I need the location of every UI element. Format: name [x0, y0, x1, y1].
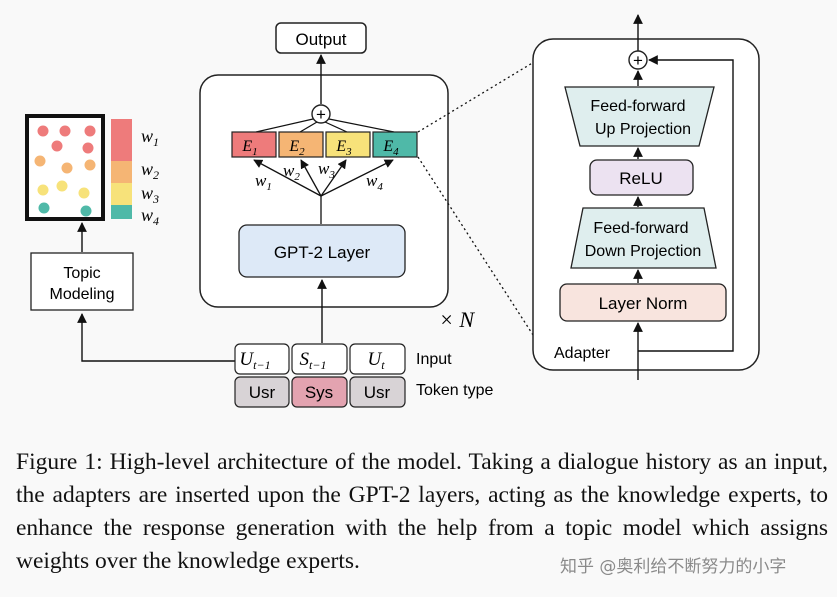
topic-weight-bar-2	[111, 161, 132, 183]
input-system-prev: St−1	[291, 343, 348, 375]
input-utterance-prev: Ut−1	[234, 343, 290, 375]
expert-sum-symbol: +	[316, 105, 326, 124]
svg-text:E2: E2	[288, 138, 305, 158]
zoom-line-bottom	[417, 156, 536, 339]
topic-modeling-box	[30, 252, 134, 311]
expert-4: E4	[372, 131, 418, 158]
output-label: Output	[295, 30, 346, 49]
topic-weight-bar-3	[111, 183, 132, 205]
expert1-to-sum	[255, 118, 314, 133]
expert-4-sub: 4	[393, 146, 399, 158]
gate-weight-2: w2	[283, 161, 300, 183]
branch-to-expert4	[320, 159, 394, 197]
expert-4-base: E	[382, 138, 393, 155]
input-utterance-current: Ut	[349, 343, 406, 375]
gate-weight-3: w3	[318, 159, 335, 181]
svg-text:E4: E4	[382, 138, 399, 158]
topic-dots	[34, 125, 96, 217]
adapter-label: Adapter	[554, 345, 611, 362]
expert-2-sub: 2	[299, 146, 305, 158]
token-type-sys: Sys	[305, 383, 333, 402]
adapter-ff-down-line1: Feed-forward	[593, 220, 688, 237]
expert-2-base: E	[288, 138, 299, 155]
expert-1: E1	[231, 131, 277, 158]
adapter-relu-box	[589, 159, 694, 196]
adapter-sum-node	[628, 50, 648, 70]
svg-text:E3: E3	[335, 138, 352, 158]
topic-modeling-line2: Modeling	[50, 286, 115, 303]
topic-weight-2: w2	[141, 159, 159, 182]
topic-modeling-line1: Topic	[63, 265, 100, 282]
token-type-label: Token type	[416, 382, 493, 399]
watermark: 知乎 @奥利给不断努力的小字	[560, 557, 787, 577]
output-box	[275, 22, 367, 54]
expert-1-base: E	[241, 138, 252, 155]
svg-text:St−1: St−1	[300, 349, 327, 372]
adapter-relu-label: ReLU	[619, 169, 662, 188]
branch-to-expert1	[253, 159, 322, 197]
expert-sum-node	[311, 104, 331, 124]
branch-to-expert2	[300, 159, 322, 197]
topic-weight-3: w3	[141, 183, 159, 206]
input-label: Input	[416, 351, 452, 368]
token-type-usr-2: Usr	[364, 383, 391, 402]
adapter-ff-down-line2: Down Projection	[585, 243, 702, 260]
branch-to-expert3	[320, 159, 347, 197]
adapter-layer-norm-box	[559, 283, 727, 322]
input-to-topic-arrow	[77, 313, 235, 362]
adapter-ff-down-box	[570, 207, 717, 269]
expert2-to-sum	[299, 121, 318, 133]
gpt2-layer-label: GPT-2 Layer	[274, 243, 371, 262]
expert4-to-sum	[328, 118, 395, 133]
topic-weight-bar-4	[111, 205, 132, 219]
svg-text:Ut−1: Ut−1	[239, 349, 270, 372]
topic-weight-bar-1	[111, 119, 132, 161]
expert-2: E2	[278, 131, 324, 158]
expert-3-sub: 3	[345, 146, 352, 158]
adapter-sum-symbol: +	[633, 51, 643, 70]
topic-weight-1: w1	[141, 126, 159, 149]
adapter-ff-up-line1: Feed-forward	[590, 98, 685, 115]
topic-weight-4: w4	[141, 205, 159, 228]
figure-caption: Figure 1: High-level architecture of the…	[16, 449, 828, 574]
expert3-to-sum	[324, 121, 348, 133]
svg-text:Ut: Ut	[367, 349, 385, 372]
adapter-layer-norm-label: Layer Norm	[599, 294, 688, 313]
expert-1-sub: 1	[252, 146, 258, 158]
architecture-diagram: Output + E1 E2 E3 E4 w1 w2 w3 w4 GPT-2 L…	[25, 14, 760, 408]
token-type-sys-box	[291, 376, 348, 408]
adapter-ff-up-line2: Up Projection	[595, 121, 691, 138]
token-type-usr-2-box	[349, 376, 406, 408]
token-type-usr-1-box	[234, 376, 290, 408]
adapter-ff-up-box	[564, 86, 715, 147]
svg-text:E1: E1	[241, 138, 257, 158]
token-type-usr-1: Usr	[249, 383, 276, 402]
expert-3: E3	[325, 131, 371, 158]
gate-weight-4: w4	[366, 171, 383, 193]
gate-weight-1: w1	[255, 171, 272, 193]
adapter-residual-connection	[638, 55, 734, 352]
expert-3-base: E	[335, 138, 346, 155]
times-n-label: × N	[439, 307, 475, 332]
gpt2-layer-box	[238, 224, 406, 278]
